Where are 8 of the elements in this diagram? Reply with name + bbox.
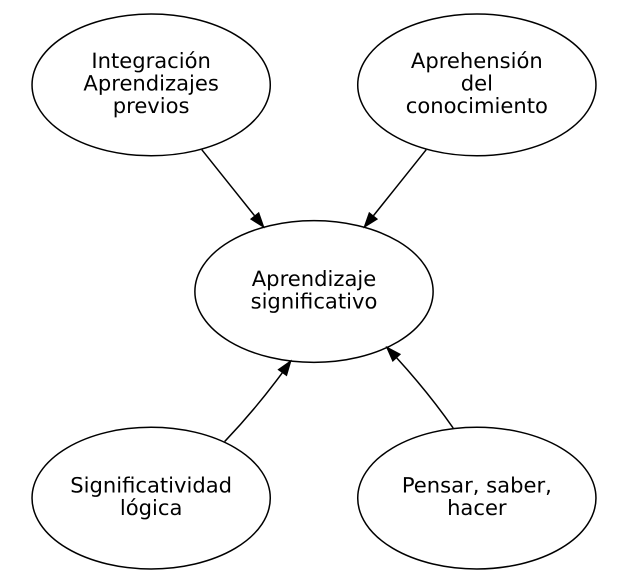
arrow (201, 149, 265, 229)
node-ellipse: Significatividad lógica (31, 426, 272, 570)
node-ellipse: Aprehensión del conocimiento (356, 13, 597, 157)
node-ellipse: Integración Aprendizajes previos (31, 13, 272, 157)
arrow (224, 360, 292, 442)
arrow (386, 346, 454, 428)
arrow (363, 149, 427, 229)
node-ellipse: Pensar, saber, hacer (356, 426, 597, 570)
